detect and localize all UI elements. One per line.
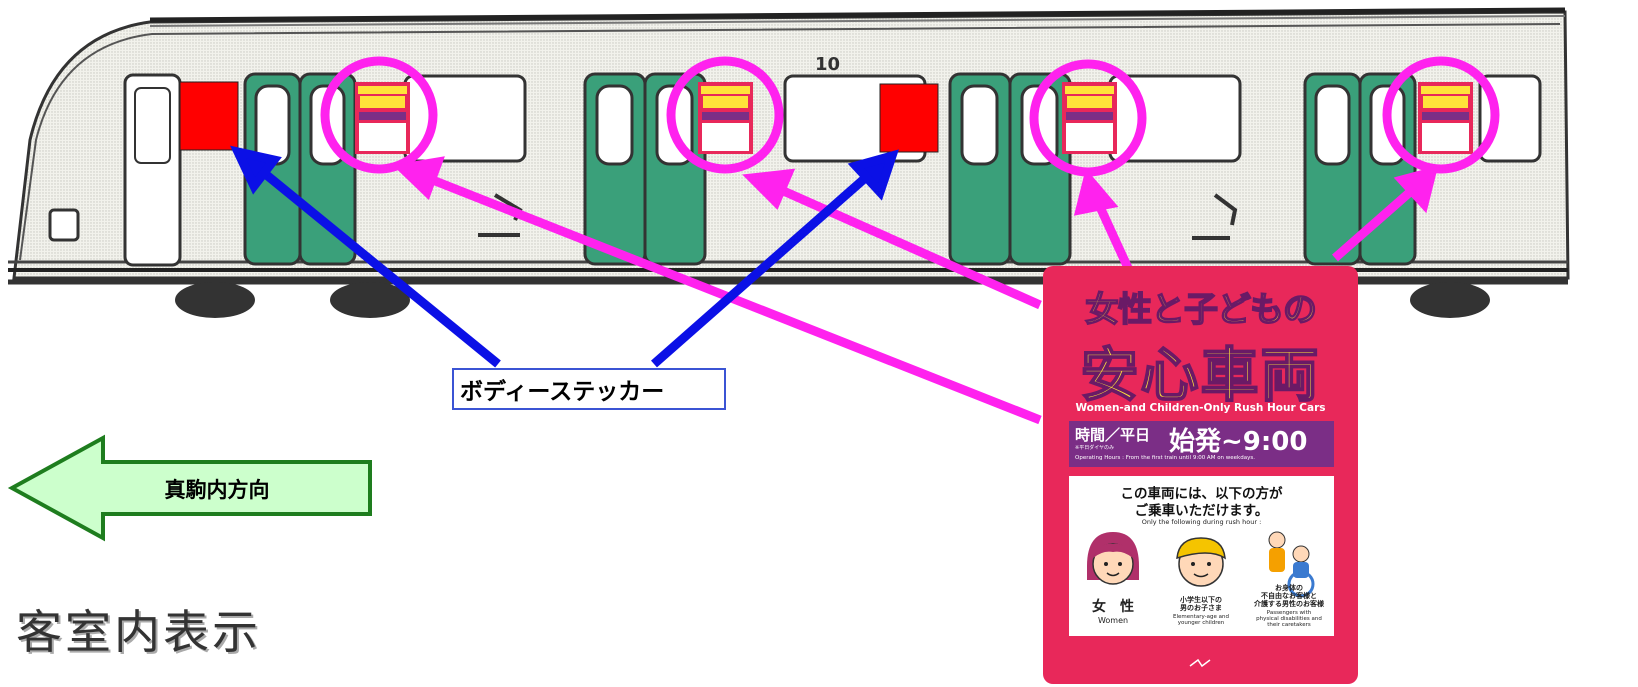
magenta-arrow-4 bbox=[1332, 181, 1421, 262]
blue-arrows bbox=[230, 145, 899, 368]
highlight-circle-1 bbox=[320, 56, 438, 174]
poster-figures bbox=[1087, 531, 1315, 598]
category-disabled: お身体の 不自由なお客様と 介護する男性のお客様 Passengers with… bbox=[1245, 584, 1333, 628]
woman-icon bbox=[1087, 532, 1139, 585]
blue-arrow-1 bbox=[255, 164, 501, 368]
safe-car-poster: 女性と子どもの 安心車両 Women-and Children-Only Rus… bbox=[1043, 266, 1358, 684]
mini-poster-1 bbox=[355, 82, 410, 154]
poster-message-line2: ご乗車いただけます。 bbox=[1134, 503, 1269, 519]
category-women-jp: 女 性 bbox=[1092, 599, 1134, 615]
category-disabled-en: Passengers with physical disabilities an… bbox=[1256, 610, 1322, 628]
cabin-display-title: 客室内表示 bbox=[16, 605, 261, 659]
mini-poster-2 bbox=[698, 82, 753, 154]
category-women-en: Women bbox=[1097, 616, 1129, 625]
body-sticker-1 bbox=[179, 81, 239, 151]
poster-hours-en: Operating Hours : From the first train u… bbox=[1075, 455, 1255, 461]
category-women: 女 性 Women bbox=[1069, 596, 1157, 625]
wheelchair-icon bbox=[1268, 531, 1315, 598]
poster-hours-band: 時間／平日 ※平日ダイヤのみ 始発~9:00 Operating Hours :… bbox=[1069, 421, 1334, 467]
door-3 bbox=[948, 72, 1072, 266]
category-children-jp: 小学生以下の 男のお子さま bbox=[1180, 596, 1222, 612]
poster-hours-label: 時間／平日 bbox=[1075, 426, 1151, 444]
poster-message-line1: この車両には、以下の方が bbox=[1120, 486, 1283, 502]
mini-posters bbox=[355, 82, 1473, 154]
poster-title-line2: 安心車両 bbox=[1079, 340, 1321, 410]
category-children-en: Elementary-age and younger children bbox=[1173, 614, 1229, 626]
highlight-circle-4 bbox=[1382, 56, 1500, 174]
door-4 bbox=[1303, 72, 1417, 266]
poster-message-en: Only the following during rush hour : bbox=[1141, 518, 1262, 526]
mini-poster-3 bbox=[1062, 82, 1117, 154]
door-2 bbox=[583, 72, 707, 266]
body-sticker-label: ボディーステッカー bbox=[452, 368, 726, 410]
poster-hours-sub: ※平日ダイヤのみ bbox=[1075, 445, 1115, 451]
mini-poster-4 bbox=[1418, 82, 1473, 154]
poster-eligibility-panel: この車両には、以下の方が ご乗車いただけます。 Only the followi… bbox=[1069, 476, 1334, 636]
direction-label: 真駒内方向 bbox=[164, 478, 270, 502]
car-number: 10 bbox=[815, 54, 840, 75]
blue-arrow-2 bbox=[651, 168, 875, 368]
category-disabled-jp: お身体の 不自由なお客様と 介護する男性のお客様 bbox=[1254, 584, 1324, 608]
poster-title-line1: 女性と子どもの bbox=[1084, 289, 1318, 331]
transit-logo-icon bbox=[1189, 658, 1211, 668]
category-children: 小学生以下の 男のお子さま Elementary-age and younger… bbox=[1157, 596, 1245, 626]
child-icon bbox=[1176, 537, 1226, 587]
magenta-arrow-2 bbox=[768, 180, 1042, 310]
highlight-circle-2 bbox=[666, 56, 784, 174]
body-sticker-2 bbox=[879, 83, 939, 153]
poster-hours-time: 始発~9:00 bbox=[1169, 427, 1308, 457]
poster-title-en: Women-and Children-Only Rush Hour Cars bbox=[1075, 402, 1326, 414]
direction-arrow bbox=[7, 434, 372, 542]
